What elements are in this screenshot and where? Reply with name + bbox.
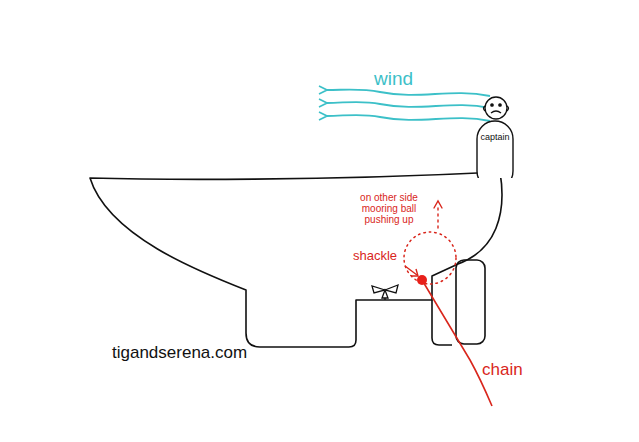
pill-outline (476, 120, 514, 178)
chain-line (422, 280, 492, 406)
skeg (432, 300, 452, 345)
watermark: tigandserena.com (112, 343, 247, 363)
push-arrow (434, 201, 442, 228)
captain-head (484, 97, 509, 119)
mooring-ball (404, 232, 456, 284)
rudder (456, 260, 485, 344)
shackle-label: shackle (353, 248, 397, 263)
shackle-dot (417, 275, 427, 285)
chain-label: chain (482, 360, 523, 380)
hull-outline (90, 172, 502, 347)
wind-label: wind (374, 68, 413, 90)
propeller (372, 285, 398, 300)
mooring-note: on other side mooring ball pushing up (347, 192, 431, 225)
wind-arrows (327, 90, 490, 122)
node-text: captain (476, 132, 514, 142)
captain-body: captain (476, 120, 514, 178)
shackle-leader (405, 266, 418, 276)
